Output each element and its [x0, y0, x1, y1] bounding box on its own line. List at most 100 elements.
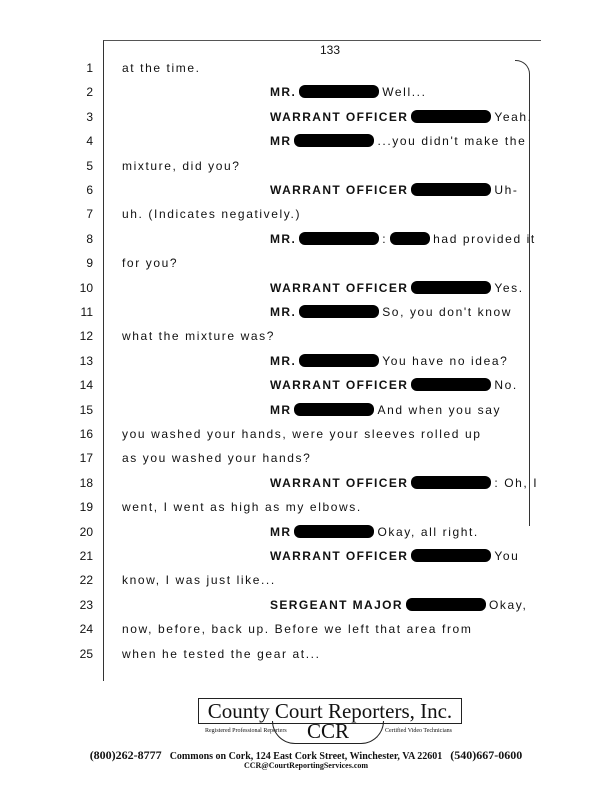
speaker-label: MR [270, 402, 292, 417]
line-text: Okay, all right. [377, 524, 479, 539]
speaker-label: MR [270, 134, 292, 149]
line-text: So, you don't know [382, 305, 513, 319]
transcript-line: 7 uh. (Indicates negatively.) [0, 207, 612, 227]
line-text: uh. (Indicates negatively.) [122, 207, 302, 222]
line-number: 13 [79, 353, 93, 368]
footer-address-line: (800)262-8777 Commons on Cork, 124 East C… [0, 748, 612, 763]
redaction-bar [299, 231, 380, 245]
line-text: : [382, 231, 388, 246]
speaker-line: WARRANT OFFICER Uh- [270, 183, 518, 197]
speaker-label: SERGEANT MAJOR [270, 597, 403, 612]
speaker-label: WARRANT OFFICER [270, 549, 409, 563]
line-number: 25 [79, 646, 93, 661]
speaker-line: WARRANT OFFICER: Oh, I [270, 475, 538, 490]
line-text: know, I was just like... [122, 573, 276, 588]
redaction-bar [411, 280, 492, 294]
line-text: when he tested the gear at... [122, 646, 321, 661]
line-number: 14 [79, 378, 93, 393]
phone-left: (800)262-8777 [89, 748, 162, 762]
redaction-bar [411, 183, 492, 196]
company-monogram: CCR [272, 721, 384, 744]
redaction-bar [390, 231, 431, 245]
redaction-bar [299, 85, 380, 99]
line-number: 15 [79, 402, 93, 417]
line-text: Uh- [494, 183, 519, 197]
line-text: you washed your hands, were your sleeves… [122, 427, 482, 441]
redaction-bar [411, 109, 492, 123]
speaker-label: WARRANT OFFICER [270, 280, 409, 295]
line-text: Yeah. [494, 109, 533, 124]
line-text: what the mixture was? [122, 329, 275, 344]
speaker-line: MR ...you didn't make the [270, 134, 526, 148]
page-number: 133 [320, 43, 341, 57]
transcript-line: 8 MR.: had provided it [0, 231, 612, 252]
speaker-line: MR.Well... [270, 85, 427, 99]
transcript-line: 5 mixture, did you? [0, 159, 612, 179]
line-number: 1 [86, 61, 93, 75]
line-text: had provided it [433, 231, 536, 246]
address: Commons on Cork, 124 East Cork Street, W… [169, 751, 443, 762]
transcript-line: 14 WARRANT OFFICER No. [0, 378, 612, 398]
line-text: mixture, did you? [122, 158, 241, 173]
speaker-line: MR.You have no idea? [270, 353, 509, 368]
redaction-bar [411, 378, 492, 392]
speaker-line: MR And when you say [270, 402, 502, 417]
speaker-label: MR. [270, 85, 297, 100]
speaker-label: WARRANT OFFICER [270, 183, 409, 197]
redaction-bar [294, 524, 375, 538]
line-number: 6 [86, 183, 93, 197]
line-text: No. [494, 378, 518, 393]
line-text: You have no idea? [382, 353, 509, 368]
transcript-line: 25 when he tested the gear at... [0, 647, 612, 667]
speaker-label: MR. [270, 231, 297, 246]
page-border [103, 40, 541, 681]
line-number: 21 [79, 549, 93, 563]
transcript-line: 1 at the time. [0, 61, 612, 81]
transcript-line: 6 WARRANT OFFICER Uh- [0, 183, 612, 203]
transcript-line: 4 MR ...you didn't make the [0, 134, 612, 154]
line-number: 7 [86, 207, 93, 222]
redaction-bar [299, 353, 380, 367]
redaction-bar [411, 475, 492, 489]
line-number: 5 [86, 158, 93, 173]
line-number: 8 [86, 231, 93, 246]
line-text: at the time. [122, 61, 201, 75]
transcript-line: 3 WARRANT OFFICER Yeah. [0, 109, 612, 130]
speaker-line: WARRANT OFFICER Yeah. [270, 109, 533, 124]
line-text: Okay, [488, 597, 528, 612]
line-number: 23 [79, 597, 93, 612]
right-tagline: Certified Video Technicians [385, 728, 452, 734]
line-number: 9 [86, 256, 93, 271]
speaker-line: SERGEANT MAJOR Okay, [270, 597, 528, 612]
transcript-line: 2 MR.Well... [0, 85, 612, 105]
line-number: 4 [86, 134, 93, 149]
phone-right: (540)667-0600 [450, 748, 523, 762]
speaker-line: MR. So, you don't know [270, 305, 512, 319]
footer-email: CCR@CourtReportingServices.com [243, 761, 369, 770]
redaction-bar [294, 402, 375, 416]
speaker-label: WARRANT OFFICER [270, 109, 409, 124]
redaction-bar [405, 597, 486, 611]
line-number: 11 [80, 305, 93, 319]
speaker-line: MR.: had provided it [270, 231, 536, 246]
speaker-label: WARRANT OFFICER [270, 378, 409, 393]
redaction-bar [411, 549, 492, 562]
line-number: 3 [86, 109, 93, 124]
line-number: 2 [86, 85, 93, 100]
line-text: And when you say [377, 402, 502, 417]
line-text: ...you didn't make the [377, 134, 527, 149]
transcript-line: 13 MR.You have no idea? [0, 353, 612, 374]
line-text: as you washed your hands? [122, 451, 312, 466]
speaker-label: MR. [270, 305, 297, 319]
